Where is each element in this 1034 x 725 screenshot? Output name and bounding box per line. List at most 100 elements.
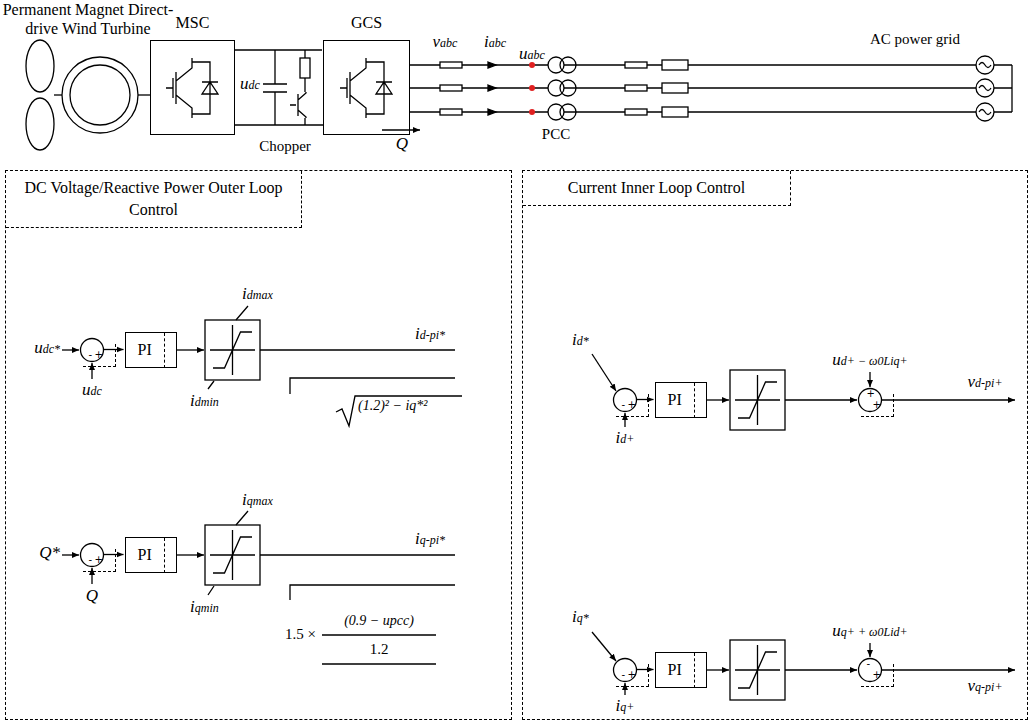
signal-line xyxy=(235,49,322,50)
block-label: PI xyxy=(126,333,165,368)
signal-line xyxy=(62,554,79,555)
sign-label: + xyxy=(616,394,649,417)
pcc-dot xyxy=(529,62,535,68)
block-label: PI xyxy=(126,538,165,573)
q-arrow xyxy=(382,129,420,130)
summing-junction: +- xyxy=(613,388,637,412)
chopper-resistor xyxy=(300,58,310,78)
signal-line xyxy=(62,349,79,350)
converter-box: GCS xyxy=(323,40,410,135)
source-wave xyxy=(979,86,991,91)
grid-source xyxy=(976,56,994,74)
limit-expression: 1.5 × xyxy=(285,625,316,643)
signal-name: iq+ xyxy=(616,696,635,716)
converter-name: GCS xyxy=(324,14,409,32)
signal-line xyxy=(592,354,616,391)
signal-line xyxy=(882,669,1015,670)
pcc-dot xyxy=(529,85,535,91)
pcc-dot xyxy=(529,109,535,115)
signal-line xyxy=(882,399,1015,400)
sign-label: + xyxy=(861,664,894,687)
line-inductor xyxy=(662,107,688,117)
filter-resistor xyxy=(440,109,462,115)
summing-junction: +- xyxy=(80,543,104,567)
limit-name: iqmax xyxy=(242,490,273,510)
current-arrow xyxy=(488,109,496,115)
grid-source xyxy=(976,103,994,121)
signal-line xyxy=(869,372,870,387)
turbine-shaft xyxy=(54,94,62,95)
phase-line xyxy=(410,87,1012,88)
line-resistor xyxy=(625,85,647,91)
source-wave xyxy=(979,63,991,68)
transformer-winding xyxy=(560,104,576,120)
saturation-curve xyxy=(210,530,255,580)
signal-name: Q xyxy=(86,586,98,606)
dc-rail xyxy=(235,124,323,125)
capacitor xyxy=(263,50,287,125)
chopper-switch xyxy=(290,92,306,118)
turbine-blade xyxy=(26,40,54,92)
signal-name: iq* xyxy=(572,607,589,627)
sign-label: - xyxy=(89,350,93,360)
summing-junction: +- xyxy=(80,338,104,362)
phase-line xyxy=(410,64,1012,65)
source-wave xyxy=(979,110,991,115)
turbine-blade xyxy=(26,98,54,150)
sign-label: - xyxy=(89,555,93,565)
transformer-winding xyxy=(560,80,576,96)
block-label: PI xyxy=(656,653,695,688)
signal-line xyxy=(637,399,654,400)
control-panel: Current Inner Loop Control+-PI+++-PI+- xyxy=(522,170,1028,720)
signal-name: udc xyxy=(82,380,102,400)
limit-name: idmax xyxy=(242,284,273,304)
saturation-curve xyxy=(735,375,780,425)
grid-source xyxy=(976,79,994,97)
limit-line xyxy=(260,555,455,600)
leader-line xyxy=(208,511,248,595)
sign-label: - xyxy=(622,670,626,680)
pi-controller: PI xyxy=(655,652,707,688)
signal-line xyxy=(785,669,857,670)
transformer-winding xyxy=(560,57,576,73)
signal-name: udc* xyxy=(34,338,60,358)
pi-controller: PI xyxy=(655,382,707,418)
signal-name: Q xyxy=(396,134,408,154)
limit-expression: (0.9 − upcc) xyxy=(344,613,414,630)
signal-line xyxy=(177,349,204,350)
generator-rotor xyxy=(70,65,130,125)
part-name: Chopper xyxy=(259,137,311,155)
limiter-box xyxy=(205,525,260,585)
signal-name: Q* xyxy=(39,543,60,563)
limiter-box xyxy=(730,640,785,700)
sign-label: + xyxy=(616,664,649,687)
limit-line xyxy=(260,350,455,394)
signal-line xyxy=(104,554,124,555)
sign-label: + xyxy=(83,549,116,572)
signal-line xyxy=(177,554,204,555)
control-panel: DC Voltage/Reactive Power Outer Loop Con… xyxy=(5,170,512,720)
turbine-label: Permanent Magnet Direct-drive Wind Turbi… xyxy=(0,0,178,38)
sign-label: - xyxy=(622,400,626,410)
generator xyxy=(62,57,138,133)
signal-name: vq-pi+ xyxy=(968,676,1003,696)
pi-controller: PI xyxy=(125,537,177,573)
leader-line xyxy=(208,306,248,389)
signal-name: id-pi* xyxy=(415,324,445,344)
line-inductor xyxy=(662,60,688,70)
signal-name: udc xyxy=(240,74,260,94)
limit-name: idmin xyxy=(190,391,219,411)
sqrt-sign xyxy=(336,396,462,426)
signal-name: vabc xyxy=(433,32,458,52)
sign-label: + xyxy=(861,394,894,417)
sign-label: + xyxy=(867,389,875,399)
igbt-symbol xyxy=(340,58,392,118)
part-name: PCC xyxy=(542,125,570,143)
signal-name: vd-pi+ xyxy=(968,372,1003,392)
limit-name: iqmin xyxy=(190,597,219,617)
fraction-bar xyxy=(322,635,436,664)
feedforward-term: ud+ − ω0Liq+ xyxy=(832,350,907,370)
limit-expression: 1.2 xyxy=(370,640,389,658)
signal-line xyxy=(624,683,625,695)
